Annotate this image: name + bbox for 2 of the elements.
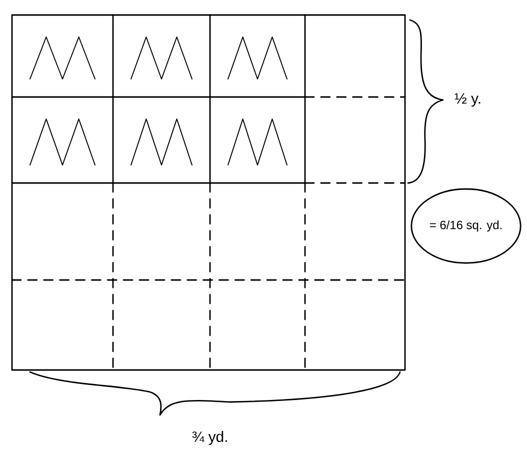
dimension-label: ¾ yd. [192,431,227,445]
dimension-label: ½ y. [454,93,480,107]
